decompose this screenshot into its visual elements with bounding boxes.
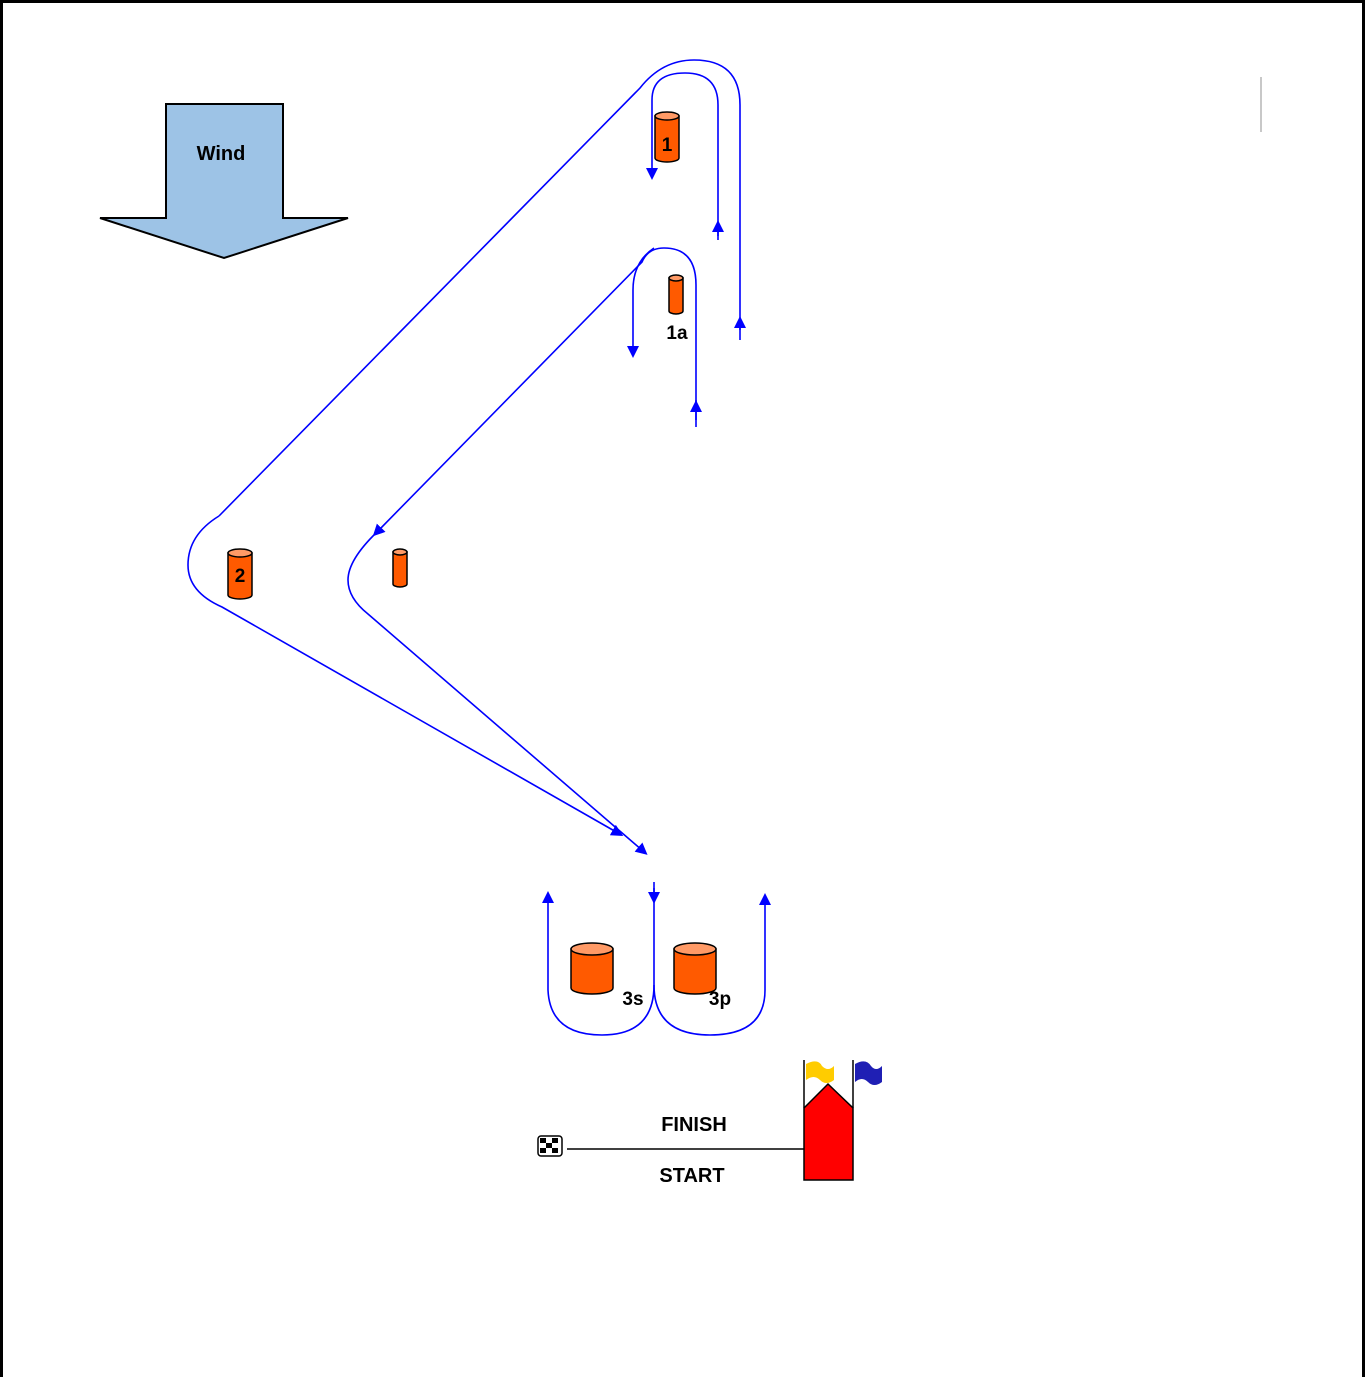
course-outer-loop xyxy=(218,59,741,517)
mark-1a-label: 1a xyxy=(666,323,688,344)
mark-3s-label: 3s xyxy=(622,989,643,1010)
mark-1-label: 1 xyxy=(662,135,673,156)
mark-3p: 3p xyxy=(673,942,731,1010)
course-mark1-inner-rounding xyxy=(646,72,719,236)
course-mark2-rounding xyxy=(187,515,624,836)
course-inner-rounding xyxy=(347,531,648,855)
course-lines xyxy=(187,59,771,1036)
finish-label: FINISH xyxy=(661,1114,727,1136)
course-gate-port xyxy=(653,893,771,1036)
pin-buoy-icon xyxy=(537,1135,563,1157)
mark-3p-label: 3p xyxy=(709,989,731,1010)
mark-2: 2 xyxy=(227,548,253,600)
mark-1a: 1a xyxy=(666,274,688,344)
course-gate-starboard xyxy=(542,888,655,1036)
mark-3s: 3s xyxy=(570,942,644,1010)
start-label: START xyxy=(659,1165,724,1187)
yellow-flag-icon xyxy=(806,1061,834,1083)
blue-flag-icon xyxy=(855,1061,882,1085)
start-finish-line: FINISH START xyxy=(567,1114,805,1187)
wind-arrow: Wind xyxy=(99,103,349,260)
mark-2-label: 2 xyxy=(235,566,246,587)
course-mark1a-drop xyxy=(627,247,655,358)
mark-1: 1 xyxy=(654,111,680,163)
committee-boat-icon xyxy=(803,1060,854,1181)
course-mark1a-rounding xyxy=(372,247,697,537)
mark-2a xyxy=(392,548,408,588)
wind-label: Wind xyxy=(197,143,246,165)
